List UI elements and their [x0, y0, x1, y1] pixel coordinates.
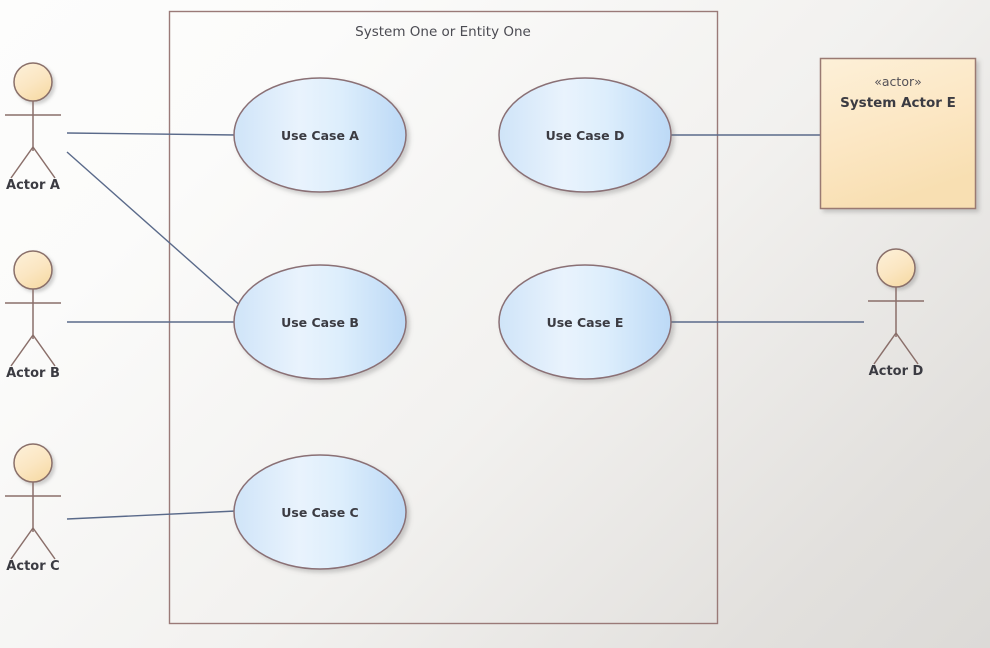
- actors-group: Actor A Actor B: [5, 62, 924, 574]
- use-case-d-shape[interactable]: [498, 77, 672, 193]
- association-actor-a-to-use-case-b[interactable]: [66, 151, 244, 309]
- association-actor-c-to-use-case-c[interactable]: [66, 510, 237, 520]
- use-case-b-shape[interactable]: [233, 264, 407, 380]
- actor-a-head-icon: [13, 62, 53, 102]
- actor-b-label: Actor B: [6, 366, 60, 381]
- use-case-a-label: Use Case A: [281, 128, 359, 143]
- system-boundary[interactable]: System One or Entity One: [168, 10, 719, 625]
- use-case-a[interactable]: Use Case A: [233, 77, 407, 193]
- use-case-b-label: Use Case B: [281, 315, 359, 330]
- use-case-e-label: Use Case E: [547, 315, 624, 330]
- association-actor-a-to-use-case-a[interactable]: [66, 132, 237, 136]
- actor-c-body-icon: [5, 482, 61, 560]
- association-lines: [66, 132, 864, 520]
- system-boundary-title: System One or Entity One: [355, 24, 531, 40]
- use-case-group: Use Case A Use Case B Use Case C Use Cas…: [233, 77, 672, 570]
- use-case-a-shape[interactable]: [233, 77, 407, 193]
- use-case-b[interactable]: Use Case B: [233, 264, 407, 380]
- use-case-c-label: Use Case C: [281, 505, 358, 520]
- use-case-c-shape[interactable]: [233, 454, 407, 570]
- actor-d-head-icon: [876, 248, 916, 288]
- actor-d-label: Actor D: [869, 364, 924, 379]
- use-case-d[interactable]: Use Case D: [498, 77, 672, 193]
- actor-c-label: Actor C: [6, 559, 59, 574]
- use-case-d-label: Use Case D: [546, 128, 625, 143]
- actor-b-body-icon: [5, 289, 61, 367]
- actor-a[interactable]: Actor A: [5, 62, 61, 193]
- use-case-e-shape[interactable]: [498, 264, 672, 380]
- actor-d-body-icon: [868, 287, 924, 365]
- actor-c[interactable]: Actor C: [5, 443, 61, 574]
- system-boundary-rect[interactable]: [168, 10, 719, 625]
- actor-d[interactable]: Actor D: [868, 248, 924, 379]
- system-actor-e-box[interactable]: [819, 57, 977, 210]
- actor-a-label: Actor A: [6, 178, 60, 193]
- actor-c-head-icon: [13, 443, 53, 483]
- system-actor-e-name: System Actor E: [840, 95, 956, 111]
- system-actor-e[interactable]: «actor» System Actor E: [819, 57, 977, 210]
- use-case-e[interactable]: Use Case E: [498, 264, 672, 380]
- actor-b-head-icon: [13, 250, 53, 290]
- actor-a-body-icon: [5, 101, 61, 179]
- actor-b[interactable]: Actor B: [5, 250, 61, 381]
- use-case-c[interactable]: Use Case C: [233, 454, 407, 570]
- system-actor-e-stereotype: «actor»: [874, 74, 922, 89]
